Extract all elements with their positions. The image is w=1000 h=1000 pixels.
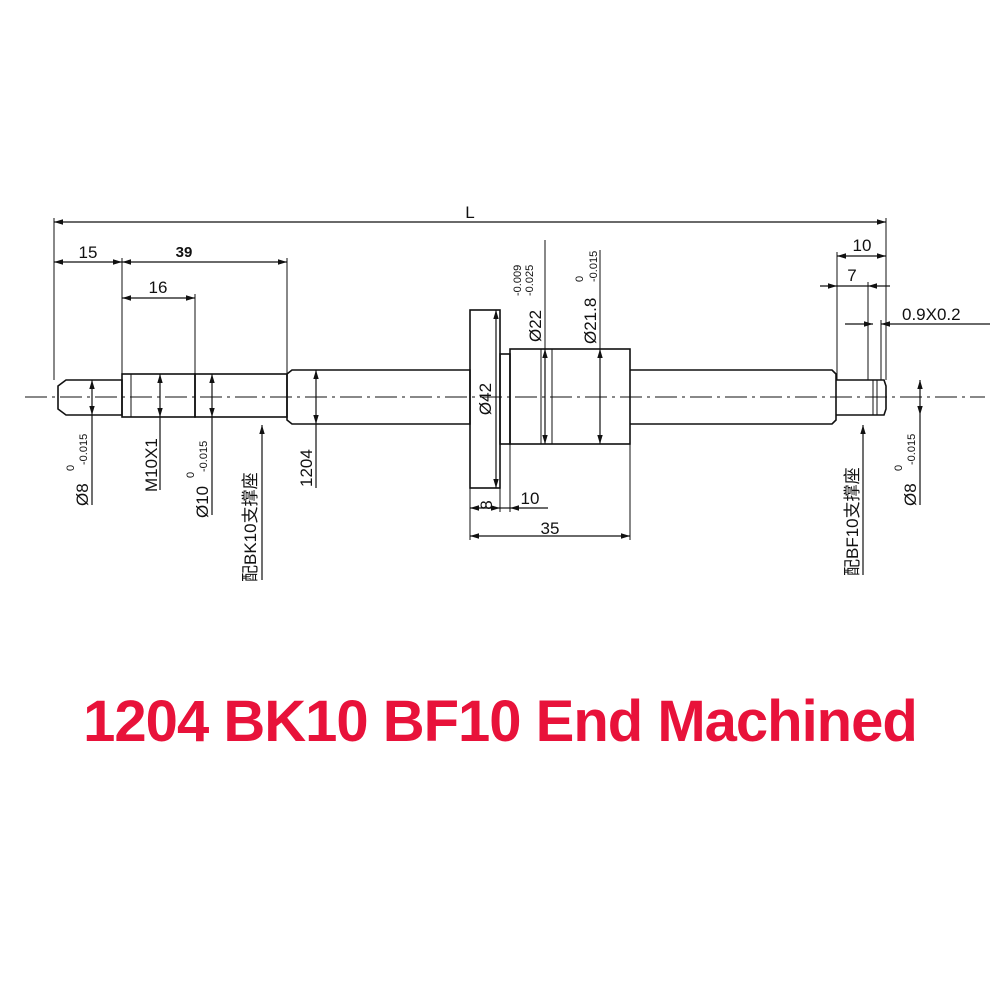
dim-39: 39 bbox=[176, 244, 193, 261]
dim-right-shaft-dia: Ø8 bbox=[901, 483, 920, 506]
dim-left-shaft-dia: Ø8 bbox=[73, 483, 92, 506]
extension-lines bbox=[53, 218, 887, 540]
dim-left-shaft-tol-upper: 0 bbox=[65, 465, 77, 471]
dim-L: L bbox=[465, 203, 474, 222]
dim-flange-dia: Ø42 bbox=[476, 383, 495, 415]
product-title: 1204 BK10 BF10 End Machined bbox=[83, 689, 918, 754]
dim-thread: M10X1 bbox=[142, 438, 161, 492]
dim-nut-body-dia: Ø22 bbox=[526, 310, 545, 342]
dim-groove: 0.9X0.2 bbox=[902, 305, 961, 324]
dim-screw-model: 1204 bbox=[297, 449, 316, 487]
dim-8: 8 bbox=[477, 500, 496, 509]
nut-neck bbox=[499, 353, 511, 445]
dim-nut-dia: Ø21.8 bbox=[581, 298, 600, 344]
dim-35: 35 bbox=[541, 519, 560, 538]
dim-nut-body-tol-upper: -0.009 bbox=[512, 265, 524, 296]
dim-bearing-tol-upper: 0 bbox=[185, 472, 197, 478]
dim-16: 16 bbox=[149, 278, 168, 297]
dim-10-nut: 10 bbox=[521, 489, 540, 508]
dim-7: 7 bbox=[847, 266, 856, 285]
bearing-section bbox=[194, 373, 288, 418]
dimension-lines bbox=[54, 219, 990, 580]
dim-15: 15 bbox=[79, 243, 98, 262]
dim-left-shaft-tol-lower: -0.015 bbox=[78, 434, 90, 465]
dim-bearing-tol-lower: -0.015 bbox=[198, 441, 210, 472]
right-journal bbox=[836, 379, 887, 416]
thread-section bbox=[121, 373, 196, 418]
shaft-outline bbox=[57, 309, 887, 489]
screw-section-right bbox=[630, 369, 837, 425]
note-bk10: 配BK10支撑座 bbox=[241, 472, 260, 582]
dim-nut-tol-upper: 0 bbox=[574, 276, 586, 282]
dim-right-shaft-tol-lower: -0.015 bbox=[906, 434, 918, 465]
nut-body bbox=[509, 348, 631, 445]
dim-10-right: 10 bbox=[853, 236, 872, 255]
dim-nut-tol-lower: -0.015 bbox=[588, 251, 600, 282]
dim-bearing-dia: Ø10 bbox=[193, 486, 212, 518]
dim-nut-body-tol-lower: -0.025 bbox=[524, 265, 536, 296]
note-bf10: 配BF10支撑座 bbox=[843, 467, 862, 576]
dim-right-shaft-tol-upper: 0 bbox=[893, 465, 905, 471]
